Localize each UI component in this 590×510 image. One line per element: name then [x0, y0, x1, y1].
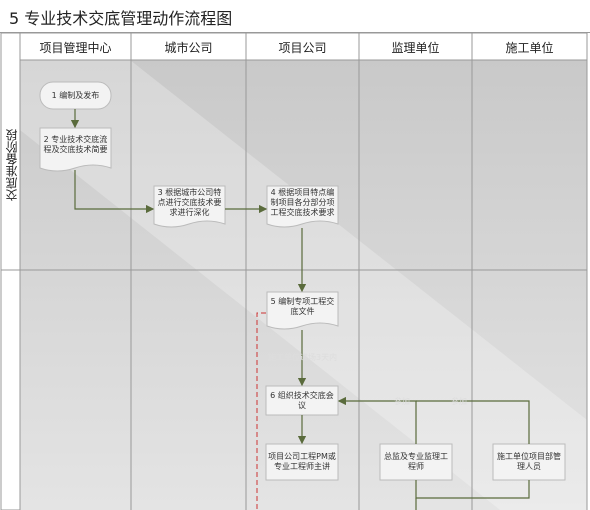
node-4-label: 4 根据项目特点编制项目各分部分项工程交底技术要求 [270, 188, 335, 217]
flow-arrows [70, 109, 530, 510]
node-8-label: 总监及专业监理工程师 [384, 452, 448, 471]
node-2-label: 2 专业技术交底流程及交底技术简要 [43, 135, 108, 154]
page-title: 5 专业技术交底管理动作流程图 [9, 9, 233, 28]
node-3-shape [153, 185, 226, 228]
lane-header-city-company: 城市公司 [164, 40, 213, 55]
lane-header-project-company: 项目公司 [278, 40, 327, 55]
node-9-shape [492, 443, 566, 481]
node-3-label: 3 根据城市公司特点进行交底技术要求进行深化 [157, 188, 222, 217]
node-5-label: 5 编制专项工程交底文件 [270, 297, 335, 316]
process-shapes [265, 385, 566, 481]
node-4-shape [266, 185, 339, 228]
lane-header-project-center: 项目管理中心 [39, 40, 112, 55]
edge-label-9-6: 参加 [451, 397, 467, 406]
node-5-shape [266, 291, 339, 330]
node-6-shape [265, 385, 339, 416]
node-1-label: 1 编制及发布 [51, 90, 100, 100]
phase-column [0, 32, 21, 510]
lane-dividers [1, 33, 588, 510]
phase-label-preparation: 交底准备阶段 [5, 129, 19, 201]
connector-bottom [415, 480, 530, 499]
node-6-label: 6 组织技术交底会议 [270, 390, 334, 410]
edge-label-5-6: 施工单位进场3天内 [268, 353, 338, 362]
title-bar: 5 专业技术交底管理动作流程图 [0, 0, 590, 33]
arrow-9-6 [416, 400, 530, 444]
document-shapes [39, 127, 339, 330]
node-7-label: 项目公司工程PM或专业工程师主讲 [268, 452, 336, 471]
arrow-2-3 [74, 170, 155, 214]
node-8-shape [379, 443, 453, 481]
node-7-shape [265, 443, 339, 481]
dashed-link [256, 312, 266, 510]
node-2-shape [39, 127, 112, 172]
node-9-label: 施工单位项目部管理人员 [497, 452, 561, 471]
phase-label-second [4, 270, 19, 510]
lane-header-contractor: 施工单位 [505, 40, 554, 55]
lane-header-supervisor: 监理单位 [391, 40, 440, 55]
edge-label-8-6: 参加 [394, 397, 410, 406]
